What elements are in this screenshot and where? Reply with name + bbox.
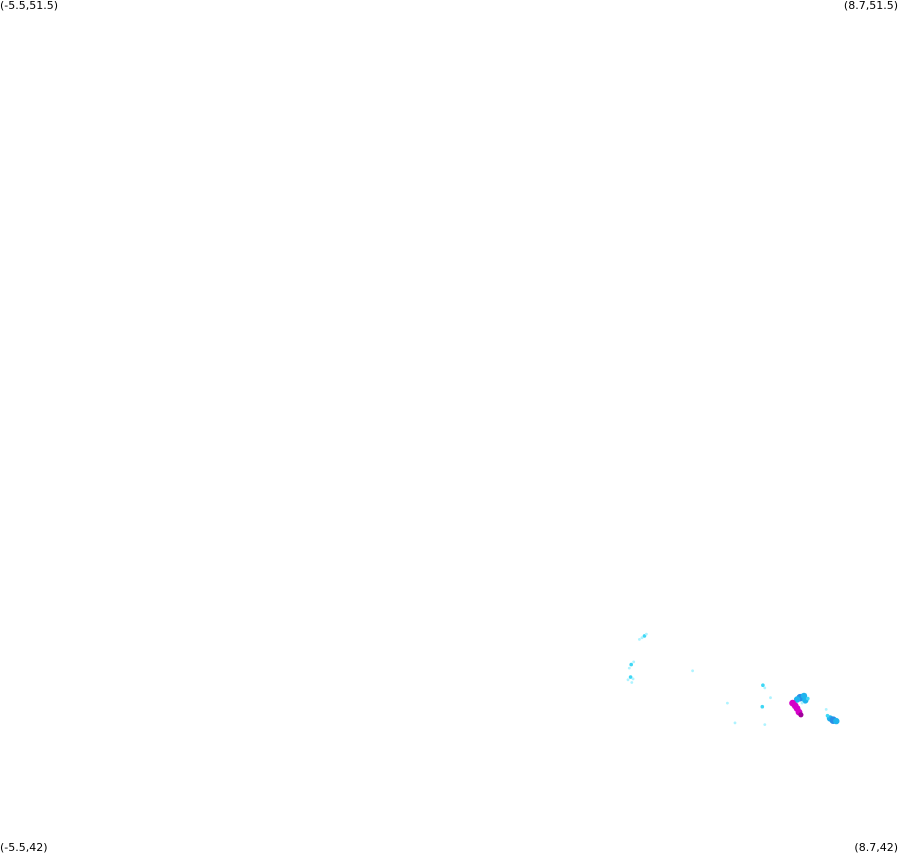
precipitation-echo xyxy=(761,683,765,687)
precipitation-echo xyxy=(630,681,634,684)
precipitation-echo xyxy=(726,701,729,705)
precipitation-echo xyxy=(824,708,828,711)
precipitation-echo xyxy=(631,677,635,681)
precipitation-echo xyxy=(760,704,765,709)
precipitation-echo xyxy=(626,678,630,682)
precipitation-echo xyxy=(763,723,767,726)
precipitation-echo-layer xyxy=(626,632,840,726)
corner-label-bottom-right: (8.7,42) xyxy=(854,841,898,854)
precipitation-echo xyxy=(645,632,648,636)
precipitation-echo xyxy=(769,696,772,700)
precipitation-echo xyxy=(638,638,641,641)
precipitation-echo xyxy=(793,696,801,703)
precipitation-echo xyxy=(640,636,644,640)
precipitation-echo xyxy=(691,669,694,673)
precipitation-echo xyxy=(629,662,633,667)
precipitation-echo xyxy=(632,660,636,664)
precipitation-echo xyxy=(806,696,810,701)
precipitation-echo xyxy=(733,721,737,725)
precipitation-echo xyxy=(800,701,804,705)
precipitation-echo xyxy=(798,712,804,718)
precipitation-echo xyxy=(628,675,633,679)
corner-label-top-left: (-5.5,51.5) xyxy=(0,0,59,12)
precipitation-echo xyxy=(833,717,840,725)
precipitation-echo xyxy=(627,666,631,670)
corner-label-top-right: (8.7,51.5) xyxy=(843,0,898,12)
precipitation-echo xyxy=(789,699,796,707)
precipitation-echo xyxy=(825,713,830,718)
corner-label-bottom-left: (-5.5,42) xyxy=(0,841,48,854)
precipitation-echo xyxy=(763,686,767,690)
